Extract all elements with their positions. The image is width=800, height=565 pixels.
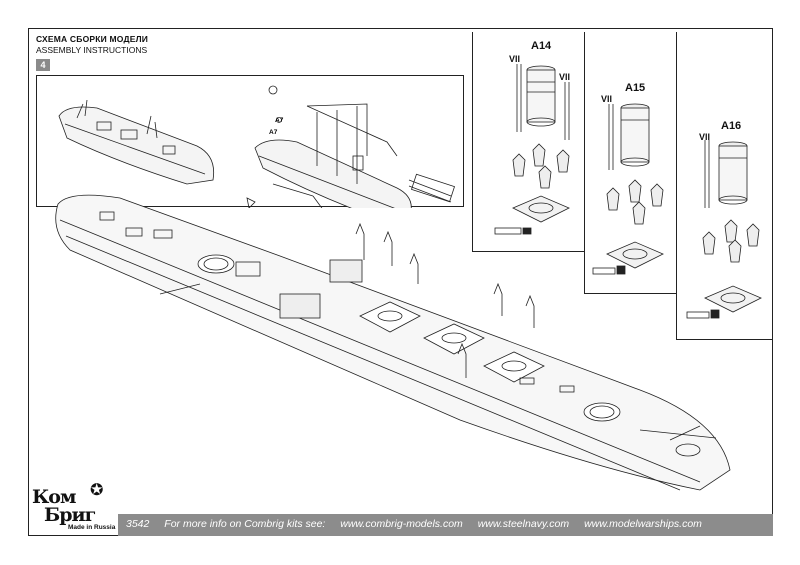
- title-english: ASSEMBLY INSTRUCTIONS: [36, 45, 148, 55]
- kit-number: 3542: [126, 518, 150, 530]
- part-label-a16: A16: [721, 120, 742, 132]
- main-hull-drawing: [40, 190, 760, 520]
- part-label-a7-top: A7: [275, 117, 284, 124]
- combrig-logo: Ком Бриг ✪ Made in Russia: [30, 480, 118, 536]
- funnel-group-a16: A16 VII: [676, 32, 772, 340]
- title-russian: СХЕМА СБОРКИ МОДЕЛИ: [36, 34, 149, 44]
- logo-line-2: Бриг: [44, 504, 96, 526]
- star-icon: ✪: [90, 482, 104, 499]
- part-label-a7-bottom: A7: [269, 129, 278, 136]
- part-label-a15: A15: [625, 82, 646, 94]
- roman-label-left: VII: [699, 132, 711, 142]
- footer-bar: [118, 514, 773, 536]
- roman-label-left: VII: [509, 54, 521, 64]
- instructions-header: СХЕМА СБОРКИ МОДЕЛИ ASSEMBLY INSTRUCTION…: [36, 34, 148, 73]
- funnel-a14-drawing: [494, 64, 570, 235]
- logo-line-1: Ком: [32, 486, 76, 508]
- funnel-group-a14: A14 VII VII: [472, 32, 584, 252]
- part-label-a14: A14: [531, 40, 552, 52]
- funnel-group-a15: A15 VII: [584, 32, 676, 294]
- exploded-hull: [246, 85, 455, 227]
- footer-text: 3542 For more info on Combrig kits see: …: [126, 518, 714, 530]
- website-link-modelwarships[interactable]: www.modelwarships.com: [584, 518, 702, 530]
- more-info-text: For more info on Combrig kits see:: [164, 518, 326, 530]
- funnel-a15-drawing: [592, 103, 664, 275]
- inset-detail-panel: A7 A7: [36, 75, 464, 227]
- step-number-badge: 4: [36, 59, 50, 71]
- inset-drawing: A7 A7: [58, 85, 455, 227]
- website-link-combrig[interactable]: www.combrig-models.com: [340, 518, 463, 530]
- funnel-a16-drawing: [686, 140, 762, 319]
- roman-label-left: VII: [601, 94, 613, 104]
- website-link-steelnavy[interactable]: www.steelnavy.com: [477, 518, 570, 530]
- made-in-label: Made in Russia: [68, 524, 116, 531]
- small-hull-assembled: [58, 99, 215, 185]
- roman-label-right: VII: [559, 72, 571, 82]
- hull-illustration: [55, 194, 731, 491]
